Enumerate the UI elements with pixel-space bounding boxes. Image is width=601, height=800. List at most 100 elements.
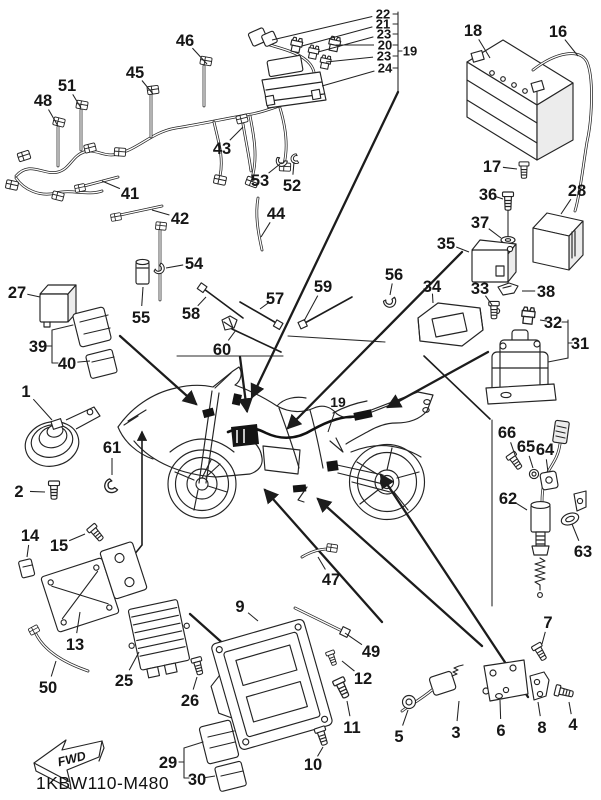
callout-44[interactable]: 44: [267, 205, 286, 223]
leader-11: [346, 700, 351, 717]
callout-14[interactable]: 14: [21, 527, 40, 545]
callout-56[interactable]: 56: [385, 266, 403, 284]
callout-53[interactable]: 53: [251, 172, 269, 190]
callout-19[interactable]: 19: [403, 44, 417, 59]
callout-62[interactable]: 62: [499, 490, 517, 508]
callout-49[interactable]: 49: [362, 643, 380, 661]
callout-5[interactable]: 5: [394, 728, 403, 746]
callout-58[interactable]: 58: [182, 305, 200, 323]
leader-3: [456, 700, 460, 722]
callout-30[interactable]: 30: [188, 771, 206, 789]
callout-65[interactable]: 65: [517, 438, 535, 456]
callout-55[interactable]: 55: [132, 309, 150, 327]
bolt-4: [553, 683, 575, 701]
callout-61[interactable]: 61: [103, 439, 121, 457]
callout-48[interactable]: 48: [34, 92, 52, 110]
band-59: [302, 296, 353, 325]
callout-60[interactable]: 60: [213, 341, 231, 359]
callout-19[interactable]: 19: [330, 394, 346, 410]
callout-32[interactable]: 32: [544, 314, 562, 332]
callout-1[interactable]: 1: [21, 383, 30, 401]
bolt-15: [85, 522, 107, 544]
callout-51[interactable]: 51: [58, 77, 76, 95]
callout-26[interactable]: 26: [181, 692, 199, 710]
callout-36[interactable]: 36: [479, 186, 497, 204]
callout-16[interactable]: 16: [549, 23, 567, 41]
callout-35[interactable]: 35: [437, 235, 455, 253]
leader-21: [301, 26, 373, 47]
callout-64[interactable]: 64: [536, 441, 555, 459]
horn-1: [24, 406, 101, 467]
leader-26: [192, 676, 198, 690]
callout-29[interactable]: 29: [159, 754, 177, 772]
leader-64: [545, 459, 549, 473]
callout-20[interactable]: 20: [378, 38, 392, 53]
callout-47[interactable]: 47: [322, 571, 340, 589]
callout-28[interactable]: 28: [568, 182, 586, 200]
callout-37[interactable]: 37: [471, 214, 489, 232]
callout-43[interactable]: 43: [213, 140, 231, 158]
callout-22[interactable]: 22: [376, 7, 390, 22]
callout-9[interactable]: 9: [235, 598, 244, 616]
battery-group: [466, 39, 593, 213]
callout-40[interactable]: 40: [58, 355, 76, 373]
leader-12: [341, 660, 355, 672]
leader-52: [292, 161, 295, 175]
callout-7[interactable]: 7: [543, 614, 552, 632]
fuse-box-24: [261, 54, 327, 109]
callout-15[interactable]: 15: [50, 537, 68, 555]
callout-46[interactable]: 46: [176, 32, 194, 50]
callout-45[interactable]: 45: [126, 64, 144, 82]
callout-63[interactable]: 63: [574, 543, 592, 561]
leader-22: [271, 15, 373, 41]
callout-52[interactable]: 52: [283, 177, 301, 195]
callout-18[interactable]: 18: [464, 22, 482, 40]
callout-57[interactable]: 57: [266, 290, 284, 308]
nut-5: [401, 694, 417, 710]
callout-4[interactable]: 4: [568, 716, 578, 734]
callout-23[interactable]: 23: [377, 49, 391, 64]
callout-31[interactable]: 31: [571, 335, 589, 353]
callout-21[interactable]: 21: [376, 17, 390, 32]
callout-42[interactable]: 42: [171, 210, 189, 228]
callout-10[interactable]: 10: [304, 756, 322, 774]
callout-27[interactable]: 27: [8, 284, 26, 302]
leader-4: [568, 701, 572, 715]
bolt-12: [324, 649, 340, 667]
leader-47: [317, 556, 326, 570]
ecu-bracket-group: [178, 606, 353, 792]
relay-27: [39, 284, 77, 328]
callout-24[interactable]: 24: [378, 61, 393, 76]
callout-11[interactable]: 11: [343, 719, 360, 737]
callout-38[interactable]: 38: [537, 283, 555, 301]
connector-29-bracket: [178, 741, 204, 779]
callout-66[interactable]: 66: [498, 424, 516, 442]
leader-1: [32, 398, 53, 421]
leader-28: [560, 198, 572, 215]
callout-6[interactable]: 6: [496, 722, 505, 740]
callout-2[interactable]: 2: [14, 483, 23, 501]
callout-34[interactable]: 34: [423, 278, 442, 296]
callout-41[interactable]: 41: [121, 185, 139, 203]
callout-33[interactable]: 33: [471, 280, 489, 298]
bracket-regulator-group: [18, 522, 206, 679]
callout-39[interactable]: 39: [29, 338, 47, 356]
leader-46: [192, 47, 208, 65]
leader-62: [516, 502, 528, 511]
callout-25[interactable]: 25: [115, 672, 133, 690]
relay-connector-22: [247, 27, 278, 47]
callout-59[interactable]: 59: [314, 278, 332, 296]
callout-50[interactable]: 50: [39, 679, 57, 697]
leader-32: [539, 319, 548, 322]
bolt-2: [47, 480, 61, 500]
bolt-17: [518, 161, 530, 179]
callout-3[interactable]: 3: [451, 724, 460, 742]
callout-8[interactable]: 8: [537, 719, 546, 737]
callout-23[interactable]: 23: [377, 27, 391, 42]
callout-12[interactable]: 12: [354, 670, 372, 688]
callout-17[interactable]: 17: [483, 158, 501, 176]
callout-13[interactable]: 13: [66, 636, 84, 654]
connector-39-bracket: [45, 324, 74, 364]
callout-54[interactable]: 54: [185, 255, 204, 273]
